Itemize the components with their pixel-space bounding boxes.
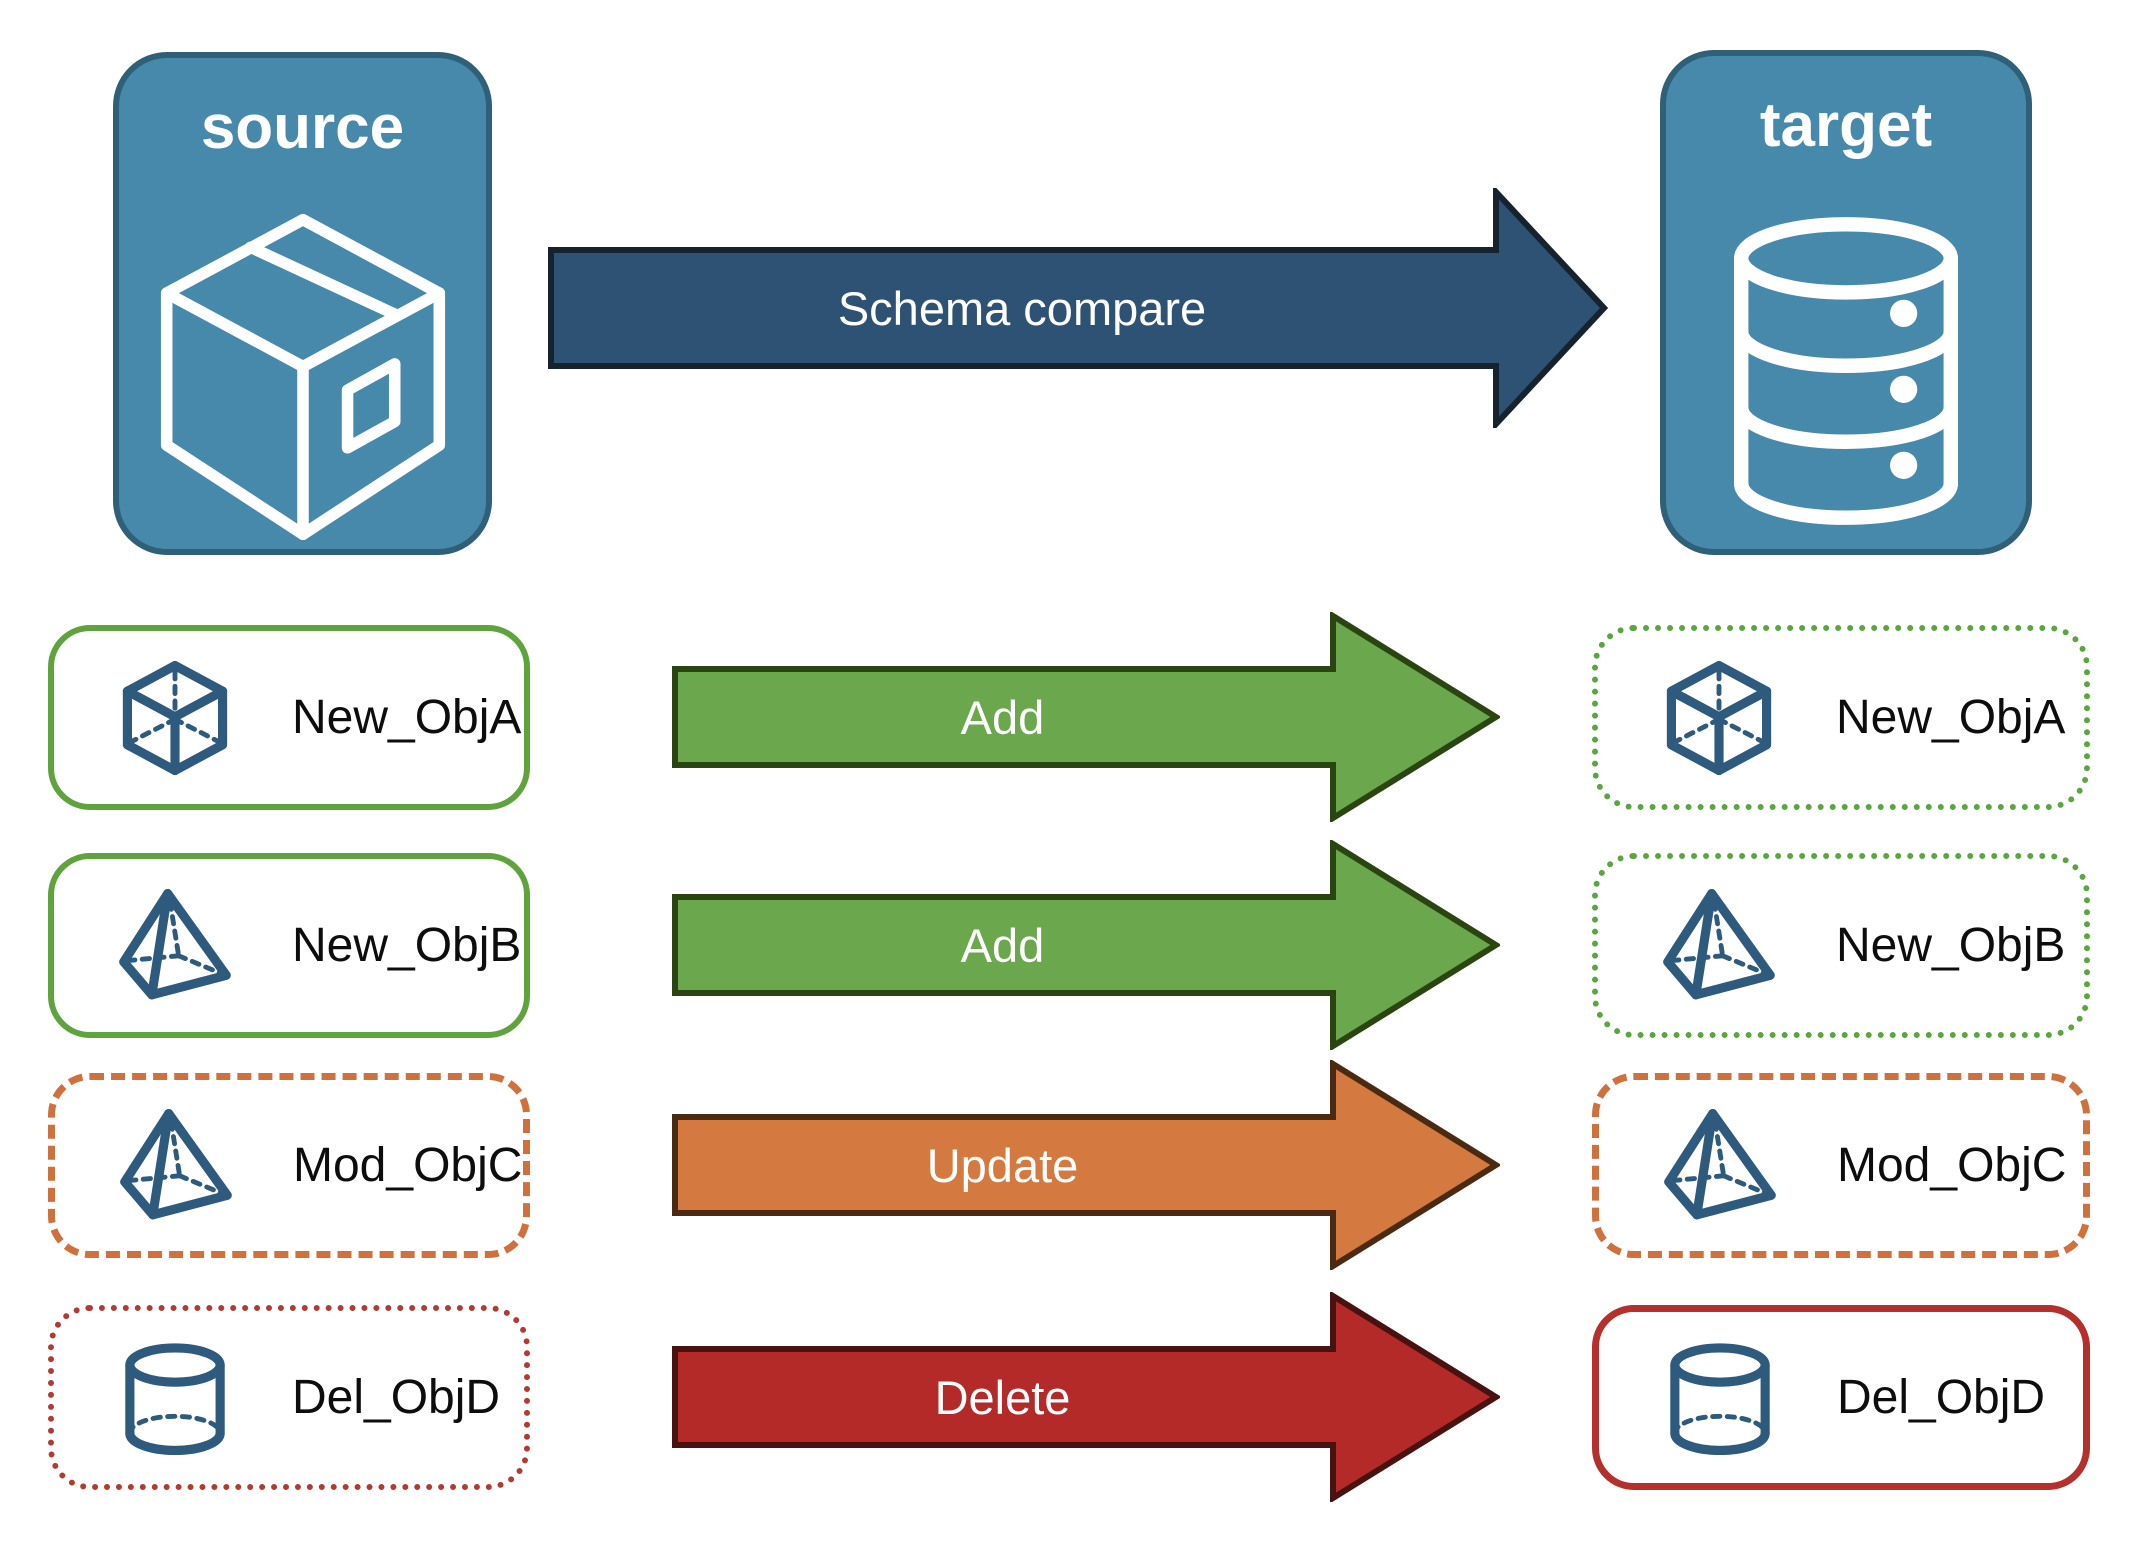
source-object-del-objd: Del_ObjD [48,1305,530,1490]
add-arrow: Add [672,612,1500,822]
db-dot [1890,451,1918,479]
target-panel: target [1660,50,2032,555]
cube-icon [1666,660,1772,775]
update-arrow-label: Update [926,1138,1079,1192]
schema-compare-arrow-label: Schema compare [837,281,1207,335]
source-object-new-objb: New_ObjB [48,853,530,1038]
delete-arrow-label: Delete [934,1370,1071,1424]
object-name: New_ObjA [1836,691,2066,744]
add-arrow-label: Add [960,918,1045,972]
add-arrow: Add [672,840,1500,1050]
source-object-mod-objc: Mod_ObjC [48,1073,530,1258]
target-object-new-objb: New_ObjB [1592,853,2090,1038]
schema-compare-arrow: Schema compare [548,188,1608,428]
object-name: New_ObjA [292,691,522,744]
pyramid-icon [120,1108,232,1219]
target-object-mod-objc: Mod_ObjC [1592,1073,2090,1258]
db-dot [1890,299,1918,327]
object-name: Del_ObjD [292,1371,501,1424]
source-panel: source [113,52,492,555]
object-name: New_ObjB [292,919,522,972]
target-panel-label: target [1759,91,1933,160]
object-name: Mod_ObjC [293,1139,523,1192]
right-arrow-shape [672,612,1500,822]
right-arrow-shape [672,1060,1500,1270]
db-dot [1890,375,1918,403]
right-arrow-shape [548,188,1608,428]
update-arrow: Update [672,1060,1500,1270]
right-arrow-shape [672,1292,1500,1502]
package-icon [160,213,445,541]
right-arrow-shape [672,840,1500,1050]
delete-arrow: Delete [672,1292,1500,1502]
source-object-new-obja: New_ObjA [48,625,530,810]
target-object-del-objd: Del_ObjD [1592,1305,2090,1490]
database-icon [1733,217,1959,525]
object-name: New_ObjB [1836,919,2066,972]
object-name: Mod_ObjC [1837,1139,2067,1192]
pyramid-icon [119,888,231,999]
source-panel-label: source [200,93,405,162]
cylinder-icon [1670,1342,1770,1455]
pyramid-icon [1663,888,1775,999]
cylinder-icon [125,1342,225,1455]
add-arrow-label: Add [960,690,1045,744]
pyramid-icon [1664,1108,1776,1219]
object-name: Del_ObjD [1837,1371,2046,1424]
cube-icon [122,660,228,775]
target-object-new-obja: New_ObjA [1592,625,2090,810]
